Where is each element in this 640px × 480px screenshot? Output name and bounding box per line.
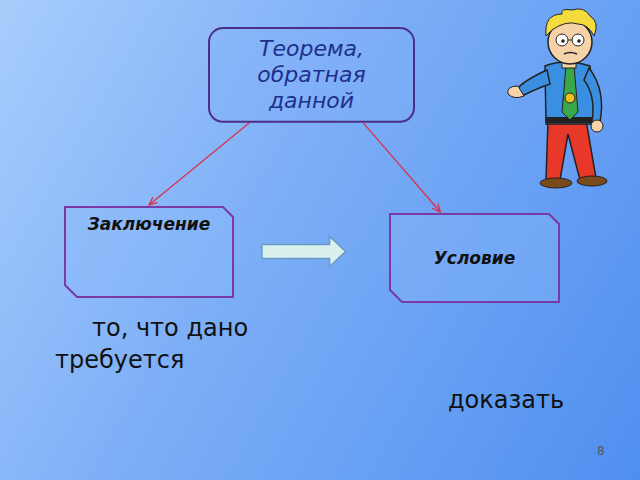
conclusion-box: Заключение [64, 206, 234, 298]
connector-line [363, 123, 440, 212]
box-text: Условие [399, 248, 550, 268]
connector [363, 123, 440, 212]
connector-line [262, 251, 346, 252]
note-text: доказать [448, 386, 564, 414]
connector-line [149, 123, 249, 205]
cartoon-man-figure [508, 9, 607, 188]
slide-number: 8 [597, 444, 605, 458]
block-arrow [262, 237, 346, 267]
connector [262, 237, 346, 267]
condition-box: Условие [389, 213, 560, 303]
note-text: требуется [55, 346, 184, 374]
connector [149, 123, 249, 205]
box-text: Теорема, обратная данной [218, 36, 405, 114]
box-text: Заключение [74, 214, 224, 234]
note-text: то, что дано [92, 314, 248, 342]
theorem-box: Теорема, обратная данной [208, 27, 415, 123]
